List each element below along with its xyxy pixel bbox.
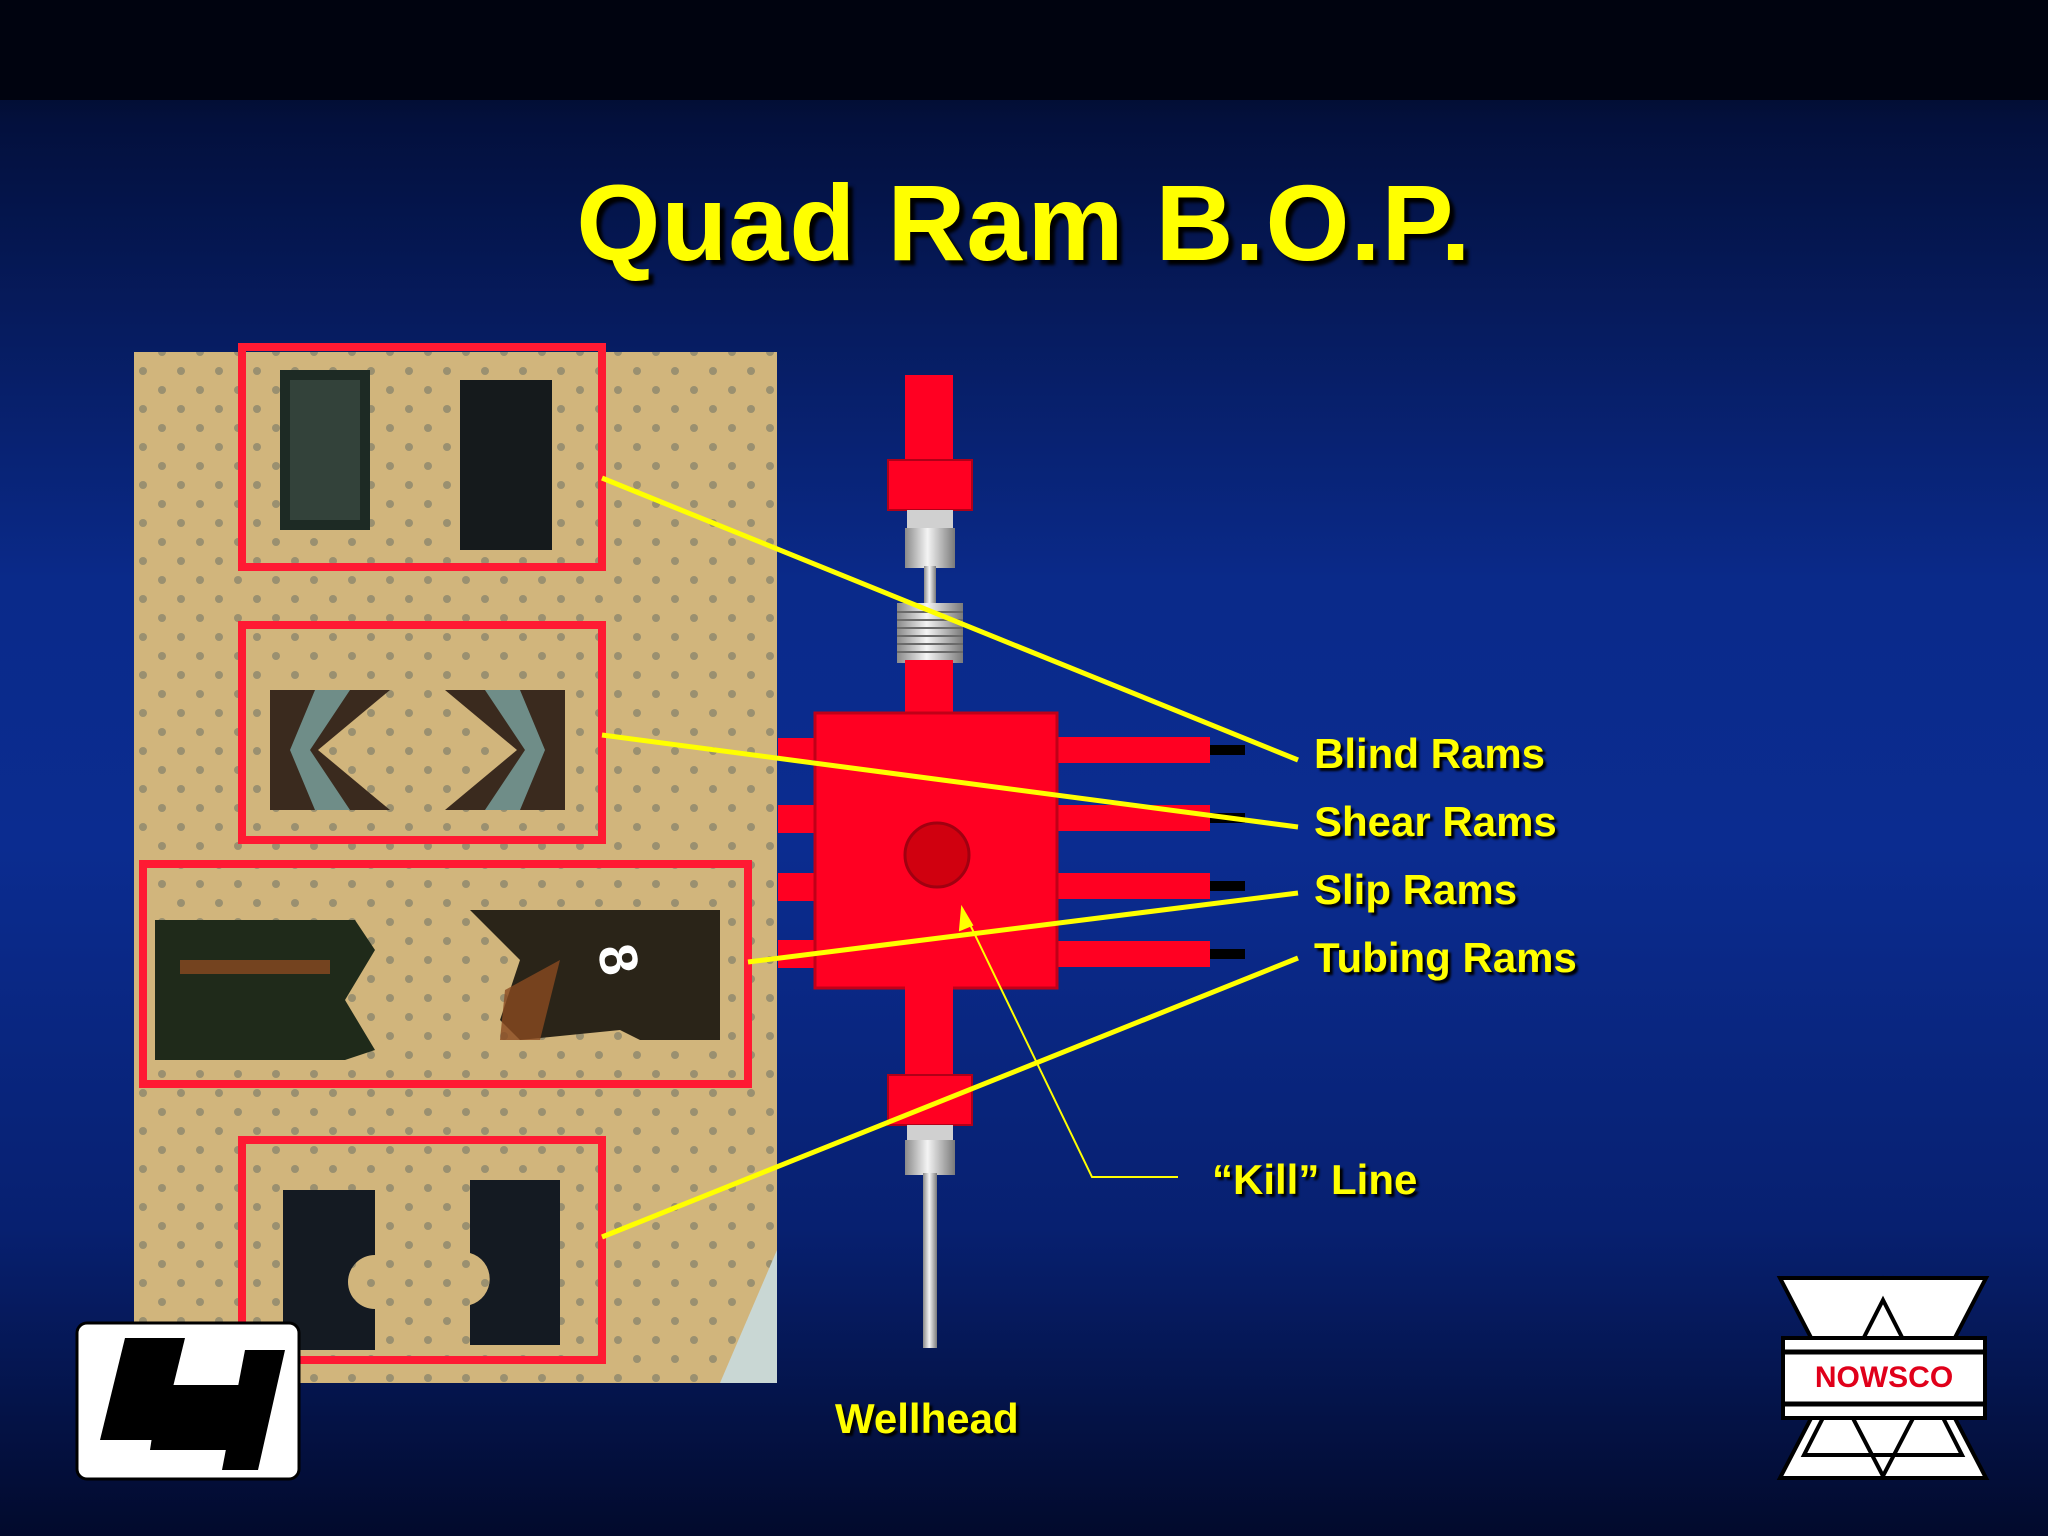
svg-text:NOWSCO: NOWSCO (1815, 1361, 1953, 1394)
blind-rams-leader (601, 475, 1299, 763)
tubing-rams-label: Tubing Rams (1314, 934, 1577, 981)
kill-line-leader (958, 904, 1178, 1178)
wellhead-label: Wellhead (835, 1395, 1019, 1442)
bj-logo (75, 1321, 301, 1481)
slide-title: Quad Ram B.O.P. (576, 162, 1472, 283)
slip-rams-leader (747, 890, 1299, 965)
blind-rams-box (238, 343, 606, 571)
bop-stack (778, 375, 1245, 1348)
kill-line-label: “Kill” Line (1212, 1156, 1418, 1203)
blind-rams-label: Blind Rams (1314, 730, 1546, 777)
shear-rams-label: Shear Rams (1314, 798, 1557, 845)
nowsco-logo: NOWSCO (1776, 1275, 1990, 1481)
shear-rams-leader (601, 732, 1299, 830)
tubing-rams-box (238, 1136, 606, 1364)
slip-rams-label: Slip Rams (1314, 866, 1518, 913)
slip-rams-box (139, 860, 752, 1088)
top-dark-band (0, 0, 2048, 100)
tubing-rams-leader (601, 955, 1299, 1240)
shear-rams-box (238, 621, 606, 844)
